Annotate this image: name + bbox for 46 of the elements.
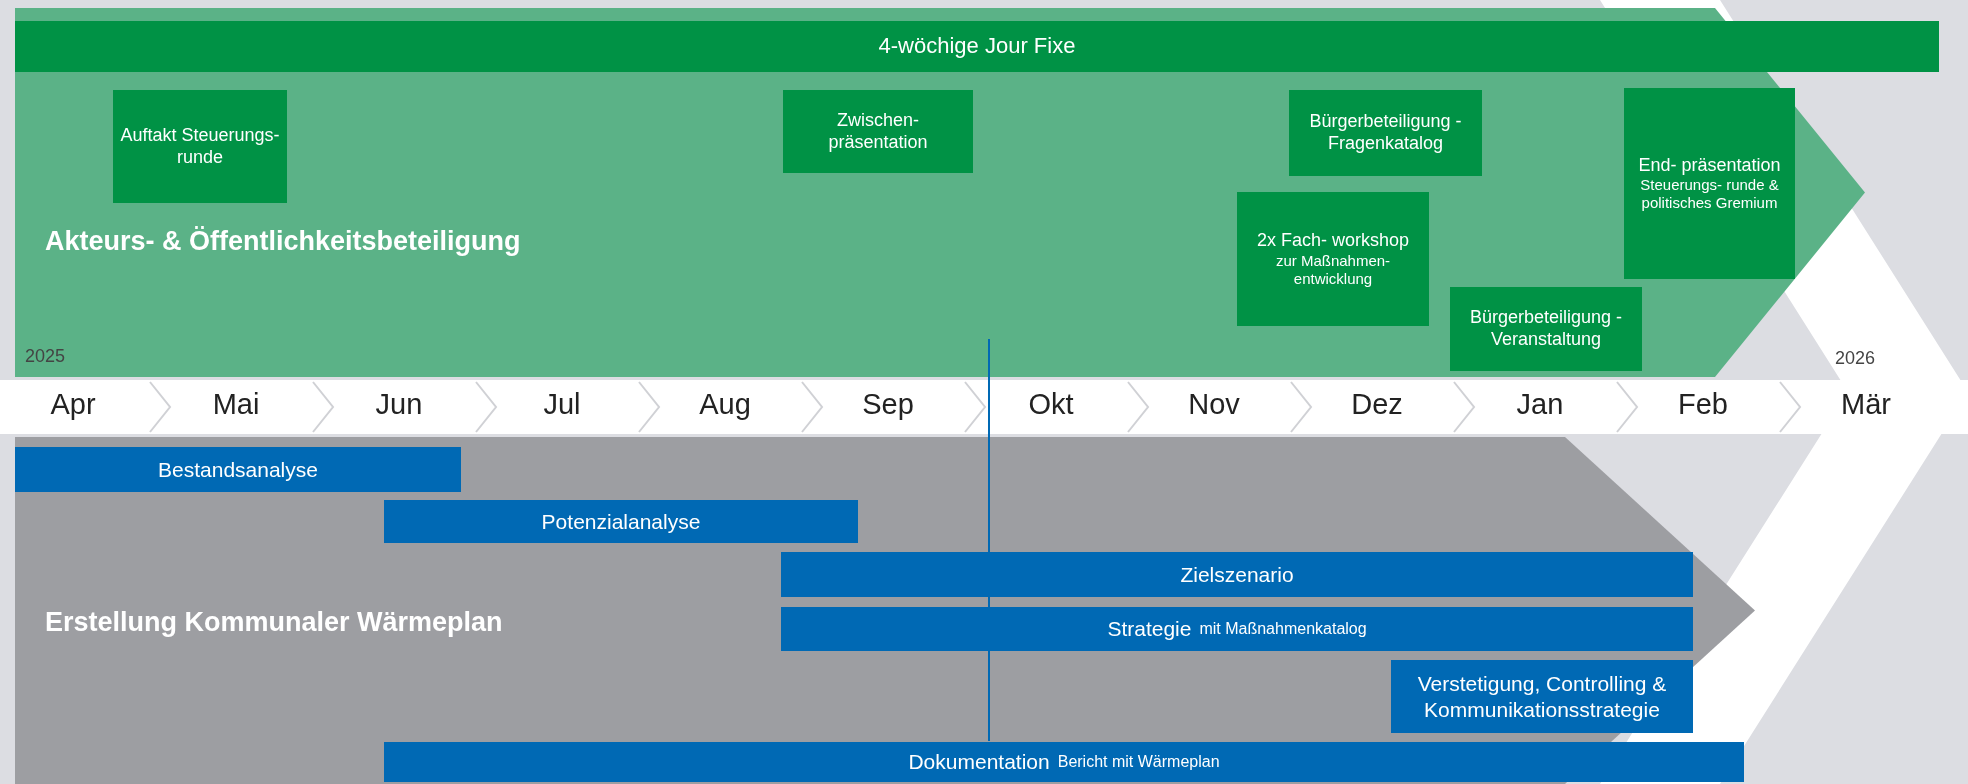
milestone-box — [783, 90, 973, 173]
month-label: Aug — [698, 388, 752, 421]
box-sublabel: zur Maßnahmen- entwicklung — [1274, 251, 1392, 288]
band-title: Erstellung Kommunaler Wärmeplan — [45, 607, 503, 638]
month-label: Feb — [1677, 388, 1729, 421]
month-label: Dez — [1350, 388, 1404, 421]
box-label: Zwischen- präsentation — [827, 109, 929, 154]
year-label: 2026 — [1835, 348, 1876, 369]
month-label: Okt — [1027, 388, 1075, 421]
bar-label: Potenzialanalyse — [541, 508, 701, 535]
bar-label: Dokumentation — [908, 749, 1050, 775]
bar-sublabel: mit Maßnahmenkatalog — [1199, 619, 1367, 639]
month-label: Jan — [1515, 388, 1565, 421]
month-label: Nov — [1187, 388, 1241, 421]
month-label: Sep — [861, 388, 915, 421]
month-label: Jun — [374, 388, 424, 421]
bar-label: Strategie — [1107, 616, 1192, 642]
milestone-box — [113, 90, 287, 203]
meeting-bar — [15, 21, 1939, 72]
bar-label: Verstetigung, Controlling & Kommunikationsstrategie — [1416, 671, 1668, 722]
box-label: 4-wöchige Jour Fixe — [878, 33, 1076, 60]
task-bar — [781, 607, 1693, 651]
box-label: Bürgerbeteiligung - Veranstaltung — [1468, 307, 1624, 351]
box-sublabel: Steuerungs- runde & politisches Gremium — [1639, 176, 1780, 213]
month-label: Jul — [542, 388, 582, 421]
band-title: Akteurs- & Öffentlichkeitsbeteiligung — [45, 226, 521, 257]
box-label: 2x Fach- workshop — [1256, 230, 1410, 252]
box-label: End- präsentation — [1638, 154, 1781, 177]
milestone-box — [1289, 90, 1482, 176]
bar-label: Zielszenario — [1180, 561, 1294, 588]
year-label: 2025 — [25, 346, 66, 367]
task-bar — [781, 552, 1693, 597]
month-label: Mai — [211, 388, 261, 421]
task-bar — [384, 742, 1744, 782]
box-label: Auftakt Steuerungs- runde — [119, 124, 281, 169]
milestone-box — [1237, 192, 1429, 326]
box-label: Bürgerbeteiligung - Fragenkatalog — [1308, 111, 1463, 155]
month-label: Mär — [1840, 388, 1892, 421]
task-bar — [15, 447, 461, 492]
bar-sublabel: Bericht mit Wärmeplan — [1057, 752, 1220, 772]
month-label: Apr — [49, 388, 97, 421]
task-bar — [1391, 660, 1693, 733]
bar-label: Bestandsanalyse — [158, 456, 318, 483]
milestone-box — [1450, 287, 1642, 371]
milestone-box — [1624, 88, 1795, 279]
task-bar — [384, 500, 858, 543]
